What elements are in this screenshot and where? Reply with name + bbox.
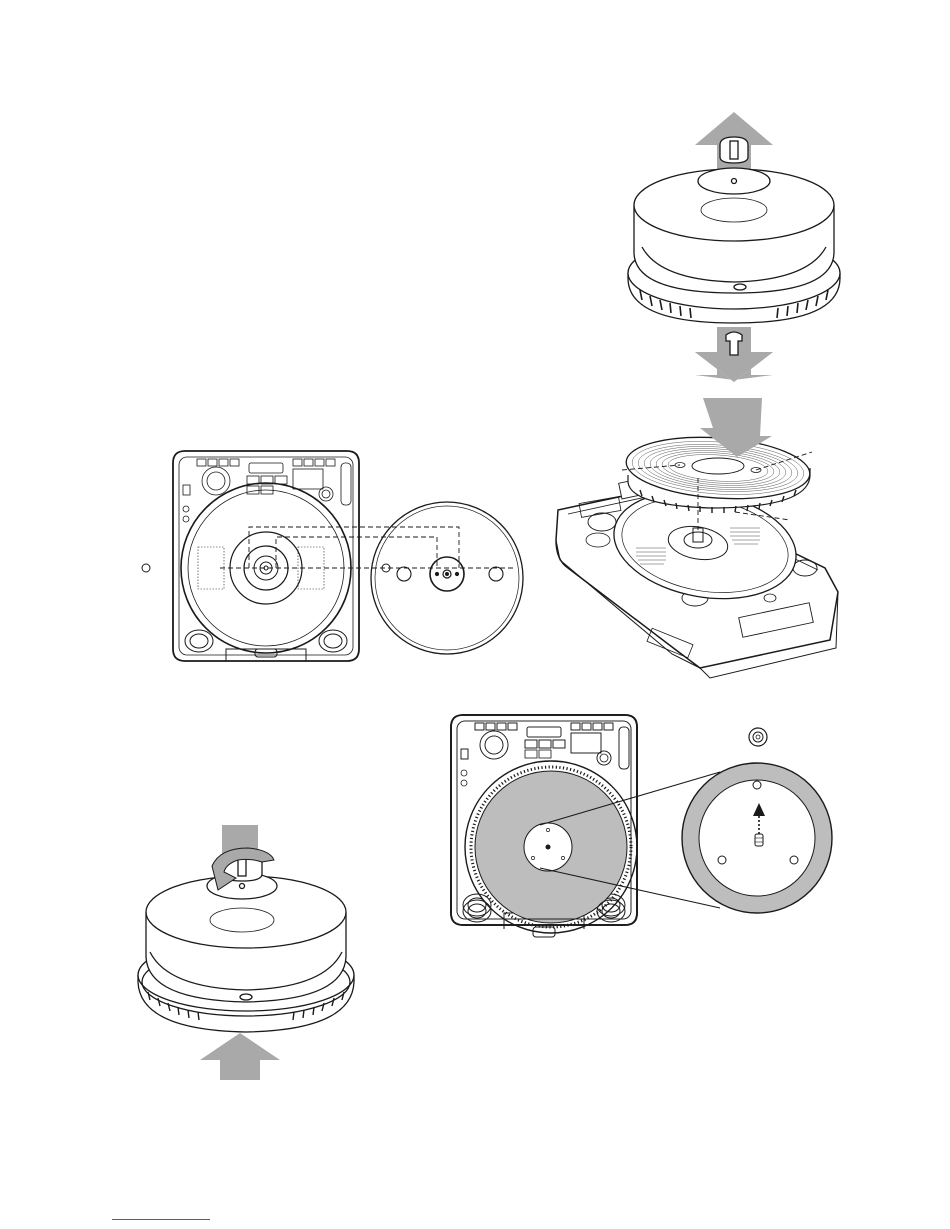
up-arrow-icon xyxy=(200,1033,280,1080)
controller-top-view-with-platter-alignment xyxy=(142,451,523,661)
footnote-rule xyxy=(112,1219,210,1220)
controller-top-view-with-mat-detail xyxy=(451,715,832,933)
screw-icon xyxy=(749,728,767,746)
platter-detach-exploded xyxy=(628,112,840,382)
spindle-cap-icon xyxy=(720,137,748,163)
platter-attach-assembled xyxy=(138,825,354,1080)
controller-perspective-vinyl-install xyxy=(556,398,838,678)
